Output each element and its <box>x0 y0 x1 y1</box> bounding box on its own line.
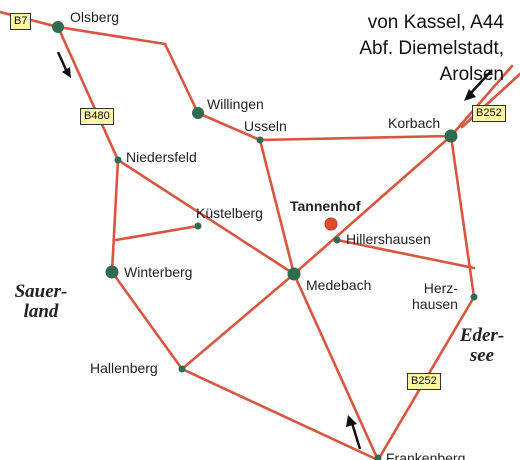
label-usseln: Usseln <box>244 118 287 134</box>
label-herzhausen: Herz- hausen <box>412 280 458 312</box>
label-olsberg: Olsberg <box>70 9 120 25</box>
road-medebach-frankenberg <box>292 272 380 460</box>
road-niedersfeld-winterberg <box>110 158 120 274</box>
road-hallenberg-frankenberg <box>180 367 380 460</box>
hallenberg-marker <box>178 365 186 373</box>
kuestelberg-marker <box>194 222 202 230</box>
road-winterberg-hallenberg <box>110 270 184 371</box>
label-hillershausen: Hillershausen <box>346 231 431 247</box>
note-line-3: Arolsen <box>439 64 504 85</box>
road-b252-north-2 <box>460 72 520 129</box>
frankenberg-marker <box>374 454 382 460</box>
road-willingen-usseln <box>196 111 262 142</box>
road-niedersfeld-medebach <box>116 158 296 276</box>
label-winterberg: Winterberg <box>124 264 193 280</box>
label-willingen: Willingen <box>207 96 264 112</box>
arrow-down-icon <box>56 51 71 78</box>
label-kuestelberg: Küstelberg <box>196 205 263 221</box>
road-usseln-medebach <box>258 138 296 276</box>
region-edersee-line-2: see <box>469 345 495 366</box>
road-medebach-hallenberg <box>180 272 296 371</box>
korbach-marker <box>444 129 458 143</box>
road-olsberg-willingen-a <box>56 25 167 46</box>
medebach-marker <box>287 267 301 281</box>
region-sauerland: Sauer- land <box>10 282 72 322</box>
label-tannenhof: Tannenhof <box>290 198 361 214</box>
region-edersee: Eder- see <box>452 326 512 366</box>
note-line-2: Abf. Diemelstadt, <box>359 38 504 59</box>
road-korbach-medebach <box>292 134 453 276</box>
badge-b252-north: B252 <box>472 105 506 122</box>
note-line-1: von Kassel, A44 <box>367 12 504 33</box>
label-herzhausen-line-2: hausen <box>412 296 458 312</box>
hillershausen-marker <box>333 236 341 244</box>
road-winterberg-kuestelberg <box>114 224 200 242</box>
region-sauerland-line-1: Sauer- <box>14 281 68 302</box>
arrow-up-icon <box>346 415 362 450</box>
arrow-down-left-icon <box>464 69 493 101</box>
badge-b252-south: B252 <box>407 373 441 390</box>
niedersfeld-marker <box>114 156 122 164</box>
region-edersee-line-1: Eder- <box>459 325 505 346</box>
badge-b480: B480 <box>80 108 114 125</box>
badge-b7: B7 <box>10 13 32 30</box>
winterberg-marker <box>105 265 119 279</box>
tannenhof-marker <box>324 217 338 231</box>
label-frankenberg: Frankenberg <box>386 450 466 460</box>
road-usseln-korbach <box>258 134 453 142</box>
label-herzhausen-line-1: Herz- <box>423 280 458 296</box>
label-hallenberg: Hallenberg <box>90 360 158 376</box>
herzhausen-marker <box>470 293 478 301</box>
willingen-marker <box>192 107 204 119</box>
label-medebach: Medebach <box>306 277 372 293</box>
road-korbach-herzhausen <box>449 134 476 299</box>
road-hillershausen-herzhausen <box>335 238 476 270</box>
usseln-marker <box>256 136 264 144</box>
directions-note: von Kassel, A44 Abf. Diemelstadt, Arolse… <box>359 10 504 88</box>
label-korbach: Korbach <box>388 115 441 131</box>
label-niedersfeld: Niedersfeld <box>126 149 197 165</box>
region-sauerland-line-2: land <box>23 301 59 322</box>
olsberg-marker <box>52 21 64 33</box>
road-b480-olsberg-niedersfeld <box>56 25 120 162</box>
road-b252-north <box>449 64 514 138</box>
road-olsberg-willingen-b <box>163 42 200 115</box>
